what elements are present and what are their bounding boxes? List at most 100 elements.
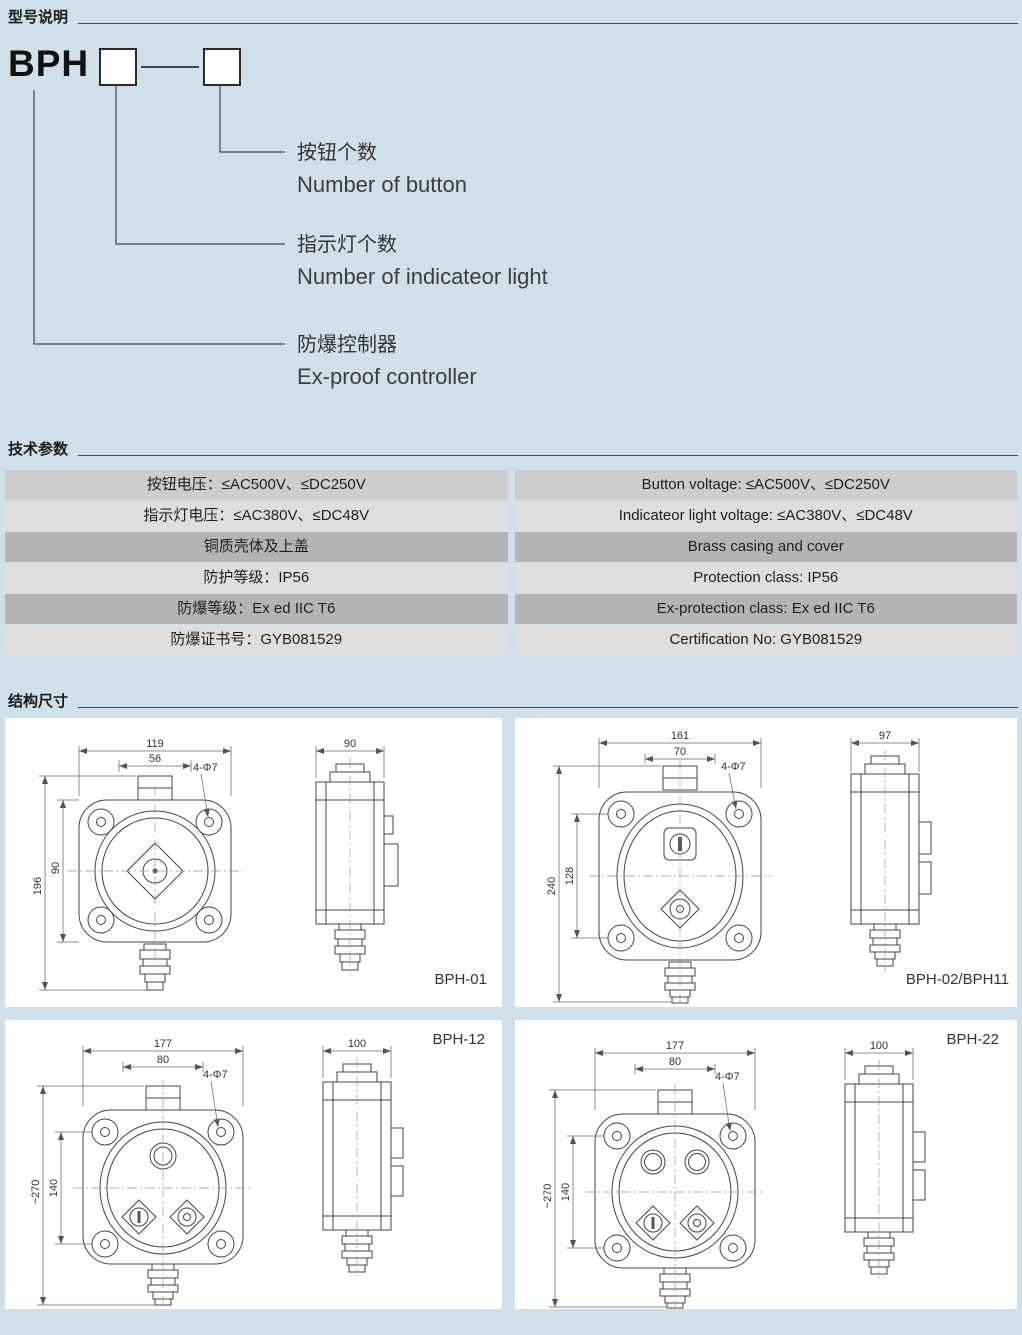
dim-holes: 4-Φ7 — [193, 762, 218, 818]
dim-overall-height: 196 — [32, 775, 147, 991]
svg-text:90: 90 — [344, 738, 356, 750]
svg-text:90: 90 — [50, 862, 62, 874]
model-connector-lines — [33, 66, 285, 345]
dim-front-width: 177 — [82, 1038, 244, 1106]
svg-text:80: 80 — [157, 1054, 169, 1066]
centerlines — [585, 1060, 880, 1307]
centerlines — [67, 758, 351, 976]
panel-label: BPH-02/BPH11 — [906, 971, 1009, 988]
model-box-button-count — [203, 48, 241, 86]
tech-cell-en: Indicateor light voltage: ≤AC380V、≤DC48V — [514, 501, 1017, 531]
dim-front-width: 119 — [78, 738, 232, 796]
tech-cell-en: Button voltage: ≤AC500V、≤DC250V — [514, 470, 1017, 500]
tech-cell-en: Ex-protection class: Ex ed IIC T6 — [514, 594, 1017, 624]
section-title-model: 型号说明 — [8, 9, 69, 26]
side-view — [844, 1065, 926, 1275]
tech-table-row: 铜质壳体及上盖 Brass casing and cover — [5, 532, 1017, 562]
dim-side-width: 97 — [850, 730, 920, 772]
dim-holes: 4-Φ7 — [203, 1069, 228, 1128]
dim-flange-height: 140 — [560, 1135, 604, 1249]
svg-text:100: 100 — [348, 1038, 366, 1050]
svg-text:240: 240 — [546, 877, 558, 895]
tech-cell-en: Certification No: GYB081529 — [514, 625, 1017, 655]
dim-flange-height: 128 — [564, 813, 608, 939]
tech-cell-en: Protection class: IP56 — [514, 563, 1017, 593]
svg-text:177: 177 — [154, 1038, 172, 1050]
tech-table-row: 防爆证书号：GYB081529 Certification No: GYB081… — [5, 625, 1017, 655]
tech-parameters-table: 按钮电压：≤AC500V、≤DC250V Button voltage: ≤AC… — [5, 470, 1017, 656]
drawing-bph-22: 177 80 4-Φ7 ~270 — [542, 1031, 999, 1309]
svg-text:100: 100 — [870, 1040, 888, 1052]
dim-side-width: 100 — [322, 1038, 392, 1078]
svg-text:128: 128 — [564, 867, 576, 885]
side-view — [322, 1063, 404, 1273]
svg-text:70: 70 — [674, 746, 686, 758]
side-view — [315, 763, 399, 971]
svg-text:4-Φ7: 4-Φ7 — [193, 762, 218, 774]
callout-zh: 防爆控制器 — [297, 334, 397, 356]
tech-table-row: 按钮电压：≤AC500V、≤DC250V Button voltage: ≤AC… — [5, 470, 1017, 500]
dim-flange-height: 140 — [48, 1131, 92, 1245]
tech-cell-en: Brass casing and cover — [514, 532, 1017, 562]
dim-flange-height: 90 — [50, 799, 79, 943]
centerlines — [73, 1058, 358, 1306]
tech-table-row: 指示灯电压：≤AC380V、≤DC48V Indicateor light vo… — [5, 501, 1017, 531]
svg-text:4-Φ7: 4-Φ7 — [721, 761, 746, 773]
svg-text:196: 196 — [32, 877, 44, 895]
tech-table-row: 防爆等级：Ex ed IIC T6 Ex-protection class: E… — [5, 594, 1017, 624]
dimension-panels: 119 56 4-Φ7 196 — [5, 718, 1017, 1309]
dim-side-width: 90 — [315, 738, 385, 778]
svg-text:~270: ~270 — [542, 1184, 554, 1209]
tech-cell-zh: 防爆证书号：GYB081529 — [5, 625, 508, 655]
svg-text:56: 56 — [149, 753, 161, 765]
dim-holes: 4-Φ7 — [721, 761, 746, 810]
svg-text:161: 161 — [671, 730, 689, 742]
drawing-panel-bph-01: 119 56 4-Φ7 196 — [5, 718, 502, 1007]
svg-text:80: 80 — [669, 1056, 681, 1068]
dim-front-inner-width: 80 — [634, 1056, 716, 1074]
dim-overall-height: 240 — [546, 765, 672, 1003]
tech-cell-zh: 铜质壳体及上盖 — [5, 532, 508, 562]
callout-button-count: 按钮个数 Number of button — [297, 136, 467, 198]
callout-zh: 指示灯个数 — [297, 234, 397, 256]
section-header-tech: 技术参数 — [8, 438, 1018, 459]
svg-text:4-Φ7: 4-Φ7 — [203, 1069, 228, 1081]
dim-side-width: 100 — [844, 1040, 914, 1080]
tech-table-row: 防护等级：IP56 Protection class: IP56 — [5, 563, 1017, 593]
side-view — [850, 755, 932, 967]
svg-text:97: 97 — [879, 730, 891, 742]
section-title-dimensions: 结构尺寸 — [8, 693, 69, 710]
model-box-indicator-count — [99, 48, 137, 86]
dim-front-inner-width: 70 — [644, 746, 716, 764]
section-rule — [78, 455, 1018, 456]
dim-overall-height: ~270 — [30, 1085, 155, 1306]
dim-front-width: 177 — [594, 1040, 756, 1110]
dim-front-width: 161 — [598, 730, 762, 788]
drawing-bph-01: 119 56 4-Φ7 196 — [32, 738, 487, 991]
svg-text:119: 119 — [146, 738, 164, 750]
drawing-panel-bph-02: 161 70 4-Φ7 240 — [515, 718, 1017, 1007]
panel-label: BPH-12 — [432, 1031, 485, 1048]
svg-text:140: 140 — [560, 1183, 572, 1201]
section-header-dimensions: 结构尺寸 — [8, 690, 1018, 711]
centerlines — [589, 750, 886, 1004]
panel-label: BPH-01 — [434, 971, 487, 988]
section-header-model: 型号说明 — [8, 6, 1018, 27]
dim-holes: 4-Φ7 — [715, 1071, 740, 1132]
section-title-tech: 技术参数 — [8, 441, 69, 458]
section-rule — [78, 23, 1018, 24]
callout-en: Number of indicateor light — [297, 264, 548, 289]
callout-zh: 按钮个数 — [297, 142, 377, 164]
model-explanation: BPH 按钮个数 Number of button 指示灯个数 Number o… — [0, 30, 1022, 435]
tech-cell-zh: 防爆等级：Ex ed IIC T6 — [5, 594, 508, 624]
drawing-bph-02: 161 70 4-Φ7 240 — [546, 730, 1009, 1004]
drawing-panel-bph-12: 177 80 4-Φ7 ~270 — [5, 1020, 502, 1309]
callout-en: Number of button — [297, 172, 467, 197]
drawing-panel-bph-22: 177 80 4-Φ7 ~270 — [515, 1020, 1017, 1309]
svg-text:~270: ~270 — [30, 1180, 42, 1205]
tech-cell-zh: 指示灯电压：≤AC380V、≤DC48V — [5, 501, 508, 531]
section-rule — [78, 707, 1018, 708]
tech-cell-zh: 按钮电压：≤AC500V、≤DC250V — [5, 470, 508, 500]
svg-text:140: 140 — [48, 1179, 60, 1197]
